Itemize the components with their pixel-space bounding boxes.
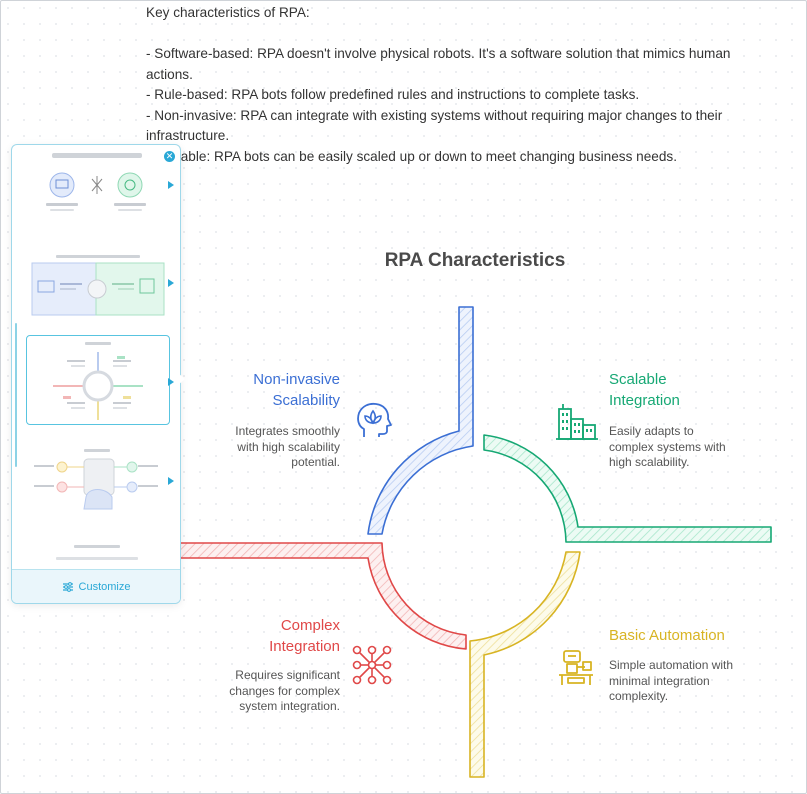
green-quadrant-band: [483, 434, 772, 543]
customize-button[interactable]: Customize: [12, 569, 180, 603]
robot-desk-icon: [559, 650, 593, 685]
template-thumbnail-4[interactable]: [26, 443, 168, 531]
close-icon[interactable]: ✕: [164, 151, 175, 162]
desc-line: complex systems with: [609, 439, 726, 454]
document-text: Key characteristics of RPA: - Software-b…: [146, 3, 746, 167]
desc-line: system integration.: [239, 699, 340, 713]
quadrant-heading-scalable: Scalable Integration: [609, 369, 769, 411]
yellow-quadrant-band: [469, 551, 581, 778]
heading-line: Non-invasive: [253, 371, 340, 388]
desc-line: potential.: [291, 455, 340, 469]
desc-line: changes for complex: [229, 683, 340, 698]
template-apply-arrow-icon[interactable]: [168, 181, 174, 189]
blue-quadrant-band: [367, 306, 474, 535]
doc-intro: Key characteristics of RPA:: [146, 5, 310, 20]
heading-line: Basic Automation: [609, 627, 725, 644]
customize-label: Customize: [78, 581, 131, 593]
network-nodes-icon: [352, 645, 392, 685]
quadrant-heading-noninvasive: Non-invasive Scalability: [200, 369, 340, 411]
templates-panel: ✕: [11, 144, 181, 604]
desc-line: Integrates smoothly: [235, 424, 340, 438]
buildings-icon: [556, 404, 598, 440]
heading-line: Integration: [269, 638, 340, 655]
doc-bullet-software: - Software-based: RPA doesn't involve ph…: [146, 46, 731, 82]
quadrant-heading-complex: Complex Integration: [200, 615, 340, 657]
template-apply-arrow-icon[interactable]: [168, 279, 174, 287]
desc-line: complexity.: [609, 689, 669, 703]
red-quadrant-band: [179, 542, 467, 650]
head-lotus-icon: [357, 402, 392, 437]
desc-line: minimal integration: [609, 673, 710, 688]
template-thumbnail-1[interactable]: [26, 151, 168, 239]
doc-bullet-scalable: - Scalable: RPA bots can be easily scale…: [146, 148, 677, 164]
templates-list[interactable]: ✕: [12, 145, 180, 569]
diagram-title: RPA Characteristics: [384, 250, 566, 271]
doc-bullet-rule: - Rule-based: RPA bots follow predefined…: [146, 87, 640, 102]
desc-line: Simple automation with: [609, 658, 734, 672]
template-apply-arrow-icon[interactable]: [168, 477, 174, 485]
heading-line: Scalable: [609, 371, 667, 388]
quadrant-desc-basic: Simple automation with minimal integrati…: [609, 658, 789, 705]
template-thumbnail-3[interactable]: [26, 335, 170, 425]
template-apply-arrow-icon[interactable]: [168, 378, 174, 386]
desc-line: high scalability.: [609, 455, 690, 469]
quadrant-desc-scalable: Easily adapts to complex systems with hi…: [609, 424, 769, 471]
heading-line: Scalability: [272, 392, 340, 409]
heading-line: Integration: [609, 392, 680, 409]
heading-line: Complex: [280, 617, 340, 634]
quadrant-heading-basic: Basic Automation: [609, 625, 789, 646]
panel-pointer: [178, 373, 185, 385]
template-thumbnail-2[interactable]: [26, 249, 168, 337]
sliders-icon: [62, 582, 73, 592]
quadrant-desc-noninvasive: Integrates smoothly with high scalabilit…: [200, 424, 340, 471]
desc-line: Easily adapts to: [609, 424, 694, 438]
quadrant-desc-complex: Requires significant changes for complex…: [200, 668, 340, 715]
desc-line: Requires significant: [235, 668, 340, 682]
doc-bullet-noninvasive: - Non-invasive: RPA can integrate with e…: [146, 107, 723, 144]
panel-scrollbar[interactable]: [15, 323, 17, 467]
template-thumbnail-5[interactable]: [26, 541, 168, 569]
desc-line: with high scalability: [237, 439, 340, 454]
